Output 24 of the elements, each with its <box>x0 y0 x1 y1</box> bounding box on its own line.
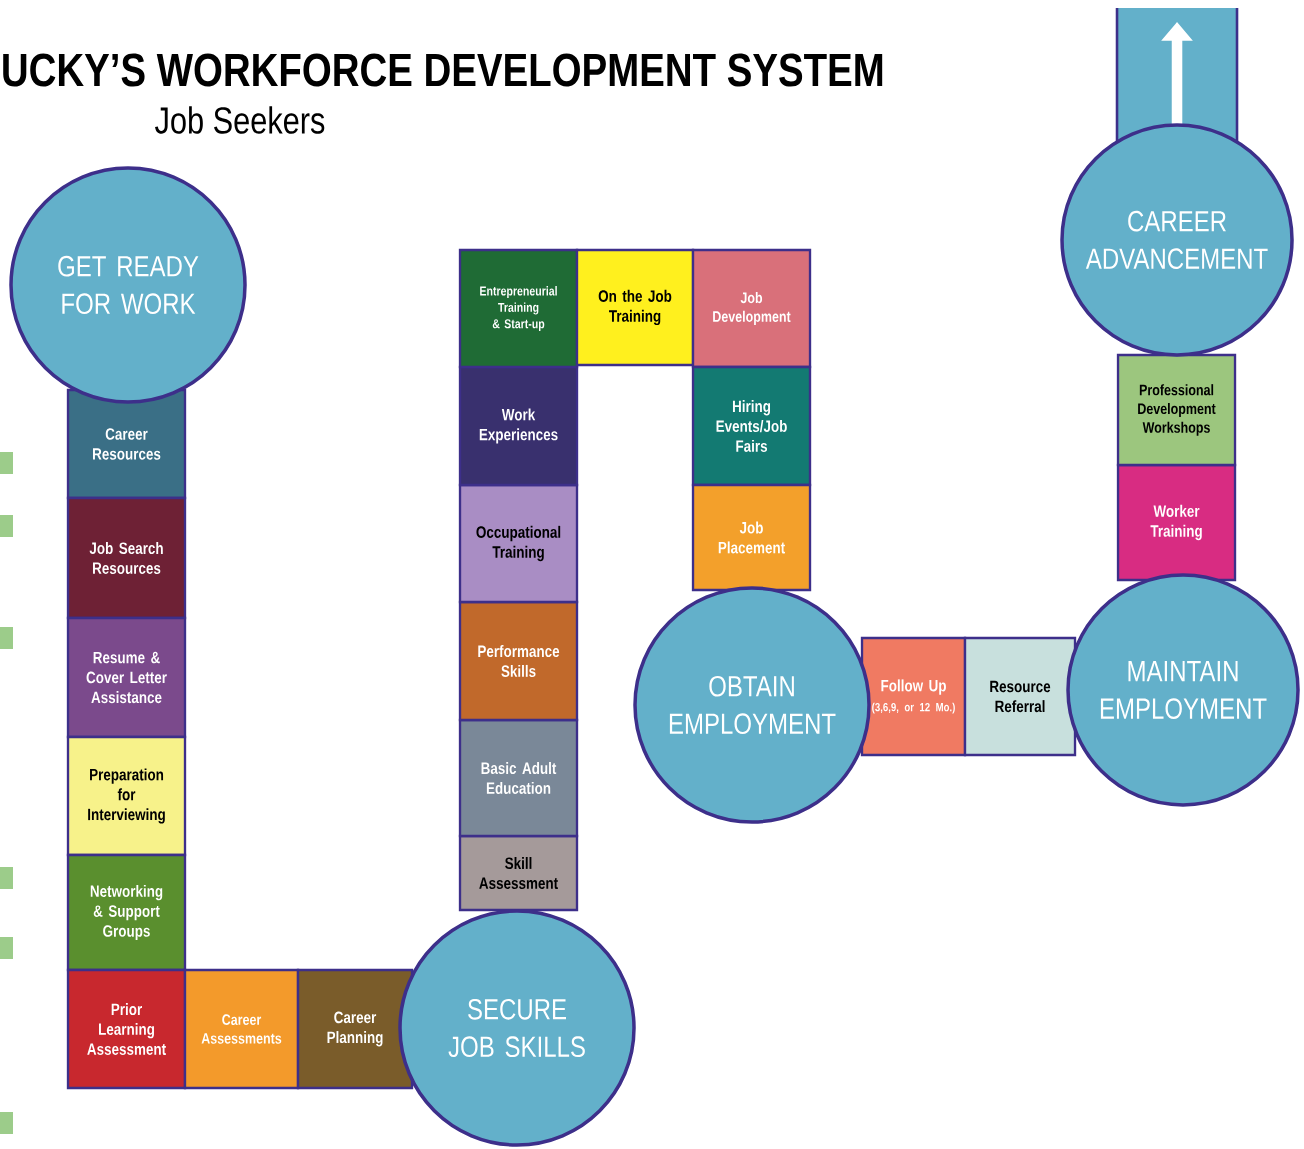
step-tile: Career Planning <box>296 968 414 1090</box>
step-tile: Basic Adult Education <box>458 718 579 838</box>
step-tile: Resume & Cover Letter Assistance <box>66 616 187 739</box>
step-tile: Job Search Resources <box>66 496 187 620</box>
step-tile: Occupational Training <box>458 483 579 604</box>
step-tile: Career Assessments <box>183 968 300 1090</box>
step-tile: Prior Learning Assessment <box>66 968 187 1090</box>
step-tile: Resource Referral <box>963 636 1077 757</box>
step-tile: On the Job Training <box>575 248 695 367</box>
step-tile: Job Placement <box>691 483 812 592</box>
step-tile: Entrepreneurial Training & Start-up <box>458 248 579 369</box>
step-tile: Hiring Events/Job Fairs <box>691 365 812 487</box>
step-tile: Professional Development Workshops <box>1116 353 1237 467</box>
step-tile: Preparation for Interviewing <box>66 735 187 857</box>
step-tile: Skill Assessment <box>458 834 579 912</box>
title: UCKY’S WORKFORCE DEVELOPMENT SYSTEM <box>3 53 883 87</box>
step-tile: Performance Skills <box>458 600 579 722</box>
step-tile: Job Development <box>691 248 812 369</box>
step-tile: Networking & Support Groups <box>66 853 187 972</box>
step-tile: Career Resources <box>66 388 187 500</box>
step-tile: Follow Up (3,6,9, or 12 Mo.) <box>860 636 967 757</box>
subtitle: Job Seekers <box>155 106 325 134</box>
step-tile: Work Experiences <box>458 365 579 487</box>
step-tile: Worker Training <box>1116 463 1237 582</box>
